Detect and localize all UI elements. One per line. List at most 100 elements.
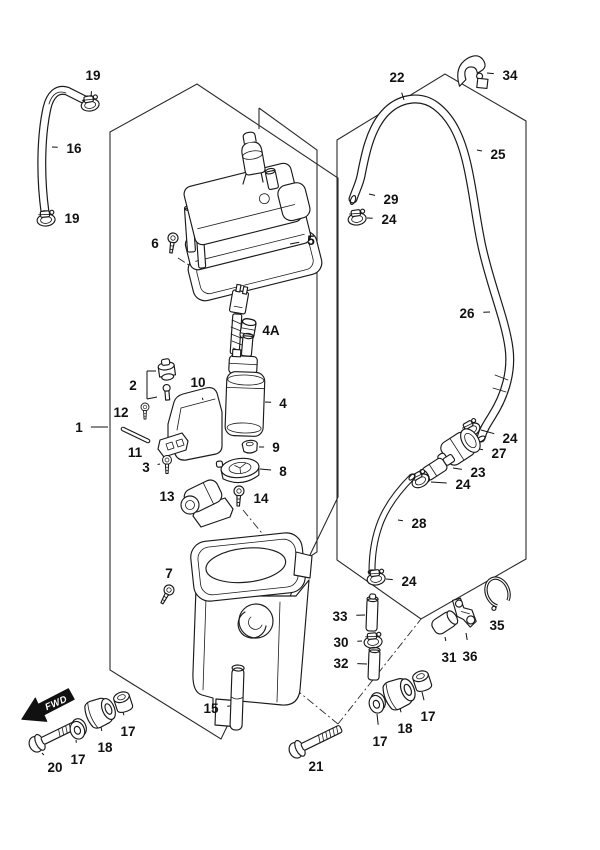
hose-22-25-26 (348, 94, 515, 443)
tube-32 (367, 646, 381, 681)
callout-27: 27 (491, 446, 506, 461)
leader-25 (476, 149, 483, 152)
leader-18 (399, 707, 402, 713)
bracket-2 (146, 370, 158, 400)
clamp-34 (457, 55, 489, 90)
callout-8: 8 (279, 464, 287, 479)
pump-cover-assembly (183, 131, 323, 302)
screw-14 (232, 485, 245, 507)
callout-23: 23 (470, 465, 486, 480)
leader-24 (385, 578, 393, 581)
leader-5 (289, 241, 300, 245)
bolt-21 (285, 720, 346, 762)
callout-35: 35 (489, 618, 505, 633)
leader-17 (376, 713, 379, 725)
joint-36 (451, 597, 477, 628)
cover-cap (241, 131, 266, 176)
leader-31 (444, 636, 447, 642)
pump-motor-13 (180, 479, 234, 528)
callout-5: 5 (307, 233, 315, 248)
callout-19: 19 (85, 68, 100, 83)
leader-19 (90, 91, 92, 98)
washer-17-a (66, 716, 90, 742)
leader-10 (201, 397, 204, 401)
callout-34: 34 (502, 68, 518, 83)
fwd-label: FWD (44, 694, 70, 713)
leader-23 (452, 467, 462, 470)
float-chamber-8 (215, 457, 260, 484)
callout-17: 17 (372, 734, 387, 749)
rod-11 (120, 426, 151, 444)
hose-28 (367, 473, 416, 575)
clamp-24-top (346, 208, 368, 227)
leader-28 (397, 519, 403, 522)
callout-24: 24 (381, 212, 397, 227)
tube-15 (229, 664, 245, 731)
callout-10: 10 (190, 375, 205, 390)
connector-4a (228, 283, 250, 315)
leader-20 (41, 752, 45, 756)
callout-6: 6 (151, 236, 159, 251)
snap-ring-35 (484, 576, 511, 611)
callout-4A: 4A (262, 323, 280, 338)
callout-17: 17 (70, 752, 85, 767)
leader-34 (486, 72, 494, 75)
callout-33: 33 (332, 609, 348, 624)
callout-18: 18 (397, 721, 413, 736)
leader-8 (259, 468, 272, 471)
pin-2 (162, 383, 171, 401)
clamp-19-bottom (35, 209, 57, 228)
callout-17: 17 (420, 709, 435, 724)
sleeve-31 (431, 610, 459, 635)
callout-29: 29 (383, 192, 398, 207)
callout-19: 19 (64, 211, 79, 226)
tank-step (293, 551, 313, 579)
callout-14: 14 (253, 491, 269, 506)
callout-12: 12 (113, 405, 128, 420)
screw-6 (165, 231, 180, 255)
callout-13: 13 (159, 489, 175, 504)
left-assembly-box (109, 83, 339, 740)
screw-3 (161, 454, 173, 475)
callout-32: 32 (333, 656, 348, 671)
callout-11: 11 (128, 445, 143, 460)
callout-20: 20 (47, 760, 62, 775)
callout-30: 30 (333, 635, 348, 650)
leader-22 (401, 92, 405, 101)
right-hose-box (336, 73, 527, 620)
leader-17 (122, 711, 125, 716)
fwd-arrow: FWD (21, 688, 75, 722)
callout-17: 17 (120, 724, 135, 739)
callout-1: 1 (75, 420, 83, 435)
callout-3: 3 (142, 460, 150, 475)
callout-2: 2 (129, 378, 137, 393)
callout-15: 15 (203, 701, 219, 716)
leader-27 (478, 448, 484, 451)
tank-flange (190, 532, 306, 602)
callout-9: 9 (272, 440, 280, 455)
leader-24 (480, 429, 495, 435)
callout-16: 16 (66, 141, 82, 156)
clamp-30 (362, 631, 384, 650)
screw-12 (140, 402, 150, 420)
callout-24: 24 (401, 574, 417, 589)
callout-24: 24 (502, 431, 518, 446)
callout-21: 21 (308, 759, 324, 774)
callout-7: 7 (165, 566, 173, 581)
leader-17 (421, 691, 425, 701)
cover-10 (157, 386, 223, 461)
callout-4: 4 (279, 396, 287, 411)
callout-22: 22 (389, 70, 404, 85)
tube-33 (365, 593, 379, 632)
grommet-2 (157, 358, 177, 381)
fuel-pump-4 (224, 332, 266, 437)
callout-28: 28 (411, 516, 427, 531)
grommet-9 (241, 439, 258, 454)
leader-24 (430, 481, 447, 484)
leader-36 (465, 632, 468, 640)
callout-36: 36 (462, 649, 478, 664)
screw-7 (156, 582, 177, 607)
